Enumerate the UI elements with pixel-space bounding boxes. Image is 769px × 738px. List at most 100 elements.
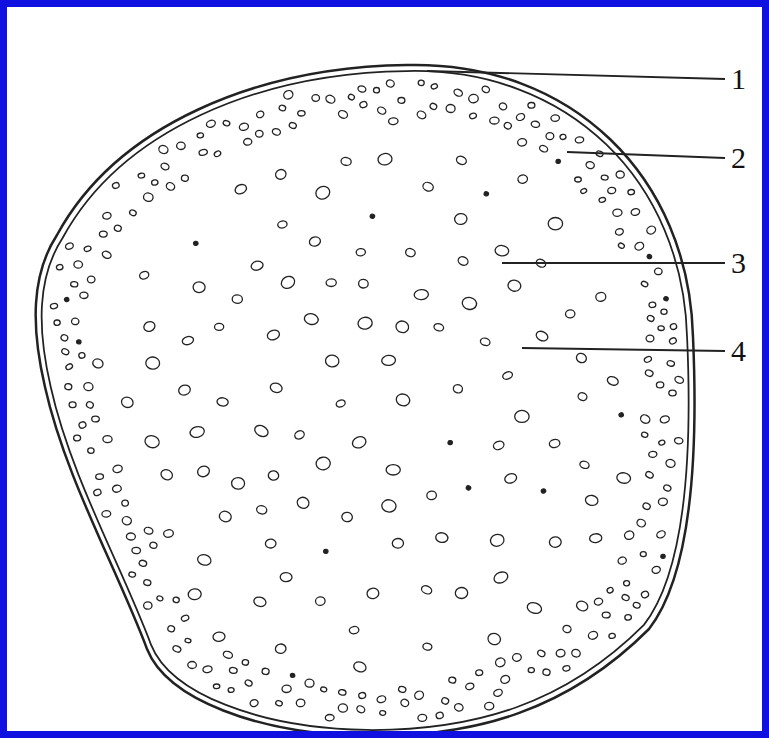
- vascular-bundle: [197, 133, 204, 139]
- vascular-bundle: [249, 699, 259, 708]
- vascular-bundle: [515, 112, 525, 121]
- vascular-bundle: [484, 191, 489, 196]
- vascular-bundle: [256, 504, 268, 515]
- vascular-bundle: [493, 688, 504, 698]
- vascular-bundle: [542, 668, 550, 676]
- vascular-bundle: [143, 434, 160, 449]
- vascular-bundle: [358, 692, 366, 699]
- vascular-bundle: [405, 247, 417, 257]
- vascular-bundle: [448, 440, 453, 445]
- vascular-bundle: [370, 214, 376, 219]
- vascular-bundle: [325, 354, 340, 367]
- vascular-bundle: [498, 102, 508, 111]
- vascular-bundle: [143, 192, 154, 202]
- vascular-bundle: [585, 160, 595, 169]
- vascular-bundle: [400, 698, 410, 708]
- leader-line: [567, 152, 725, 158]
- vascular-bundle: [266, 328, 281, 341]
- vascular-bundle: [274, 168, 287, 181]
- vascular-bundle: [222, 650, 233, 659]
- vascular-bundle: [305, 679, 314, 687]
- vascular-bundle: [418, 80, 425, 86]
- vascular-bundle: [255, 130, 263, 137]
- vascular-bundle: [616, 472, 631, 485]
- vascular-bundle: [279, 274, 297, 291]
- vascular-bundle: [181, 335, 194, 346]
- vascular-bundle: [356, 705, 366, 715]
- vascular-bundle: [99, 231, 107, 237]
- vascular-bundle: [112, 182, 120, 189]
- vascular-bundle: [559, 134, 566, 140]
- vascular-bundle: [643, 355, 652, 363]
- vascular-bundle: [102, 212, 112, 220]
- vascular-bundle: [181, 175, 189, 182]
- vascular-bundle: [312, 95, 320, 102]
- vascular-bundle: [507, 279, 522, 293]
- vascular-bundle: [487, 632, 502, 646]
- vascular-bundle: [495, 245, 510, 257]
- vascular-bundle: [340, 157, 351, 166]
- leader-line: [427, 71, 725, 79]
- vascular-bundle: [454, 213, 468, 226]
- vascular-bundle: [121, 515, 132, 526]
- vascular-bundle: [468, 94, 479, 104]
- vascular-bundle: [290, 673, 295, 677]
- vascular-bundle: [50, 303, 58, 309]
- vascular-bundle: [388, 117, 398, 125]
- vascular-bundle: [356, 248, 366, 256]
- vascular-bundle: [121, 500, 129, 507]
- vascular-bundle: [435, 711, 444, 719]
- vascular-bundle: [56, 264, 64, 270]
- vascular-bundle: [575, 599, 589, 612]
- vascular-bundle: [114, 224, 122, 232]
- vascular-bundle: [338, 689, 346, 696]
- vascular-bundle: [455, 155, 468, 166]
- vascular-bundle: [228, 687, 234, 692]
- vascular-bundle: [469, 112, 477, 119]
- vascular-bundle: [314, 184, 332, 201]
- vascular-bundle: [665, 458, 676, 468]
- vascular-bundle: [537, 649, 546, 658]
- vascular-bundle: [617, 556, 627, 565]
- vascular-bundle: [213, 631, 226, 641]
- vascular-bundle: [556, 159, 561, 164]
- vascular-bundle: [658, 326, 665, 331]
- vascular-bundle: [589, 533, 602, 543]
- vascular-bundle: [580, 188, 587, 195]
- vascular-bundle: [642, 502, 651, 510]
- vascular-bundle: [541, 488, 547, 493]
- vascular-bundle: [512, 653, 522, 663]
- vascular-bundle: [243, 138, 252, 145]
- vascular-bundle: [577, 391, 588, 401]
- vascular-bundle: [461, 296, 478, 311]
- vascular-bundle: [618, 242, 626, 249]
- leader-line: [502, 262, 725, 264]
- vascular-bundle: [101, 250, 112, 260]
- vascular-bundle: [358, 279, 368, 288]
- vascular-bundle: [645, 225, 656, 236]
- vascular-bundle: [126, 533, 135, 541]
- vascular-bundle: [670, 323, 678, 330]
- vascular-bundle: [167, 625, 175, 633]
- vascular-bundle: [612, 209, 622, 217]
- vascular-bundle: [193, 241, 198, 246]
- vascular-bundle: [172, 644, 182, 653]
- vascular-bundle: [454, 703, 464, 712]
- vascular-bundle: [492, 440, 505, 451]
- vascular-bundle: [615, 228, 624, 236]
- vascular-bundle: [351, 435, 368, 450]
- vascular-bundle: [352, 660, 367, 673]
- vascular-bundle: [489, 533, 505, 548]
- vascular-bundle: [143, 579, 151, 586]
- vascular-bundle: [234, 183, 248, 196]
- vascular-bundle: [503, 472, 517, 485]
- vascular-bundle: [216, 397, 228, 407]
- vascular-bundle: [129, 209, 137, 217]
- vascular-bundle: [426, 491, 436, 500]
- vascular-bundle: [609, 633, 616, 639]
- vascular-bundle: [452, 383, 463, 394]
- vascular-bundle: [151, 179, 158, 185]
- vascular-bundle: [269, 382, 283, 394]
- vascular-bundle: [275, 700, 283, 707]
- vascular-bundle: [165, 181, 176, 191]
